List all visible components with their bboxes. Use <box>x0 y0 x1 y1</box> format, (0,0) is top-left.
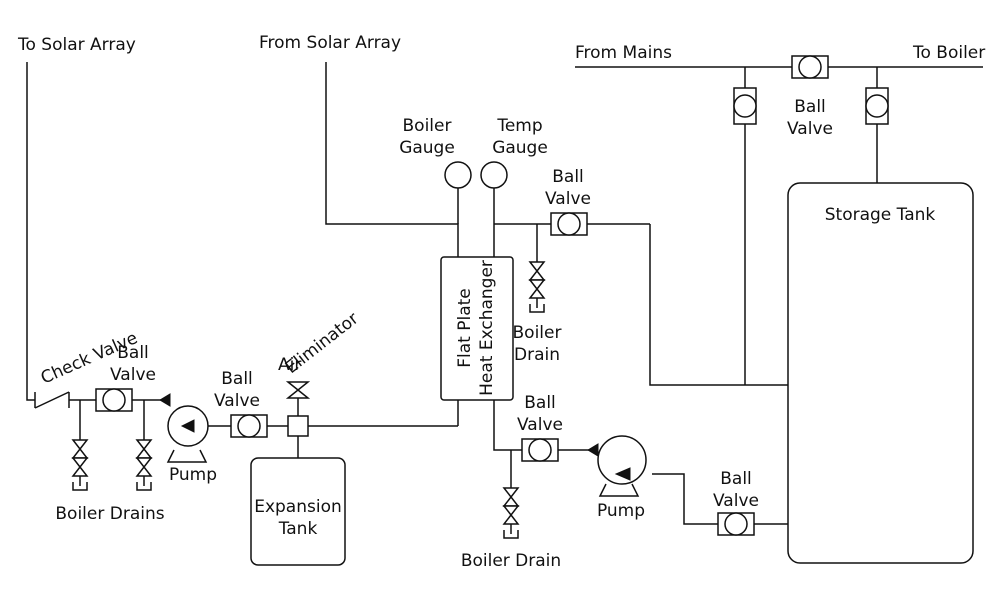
heat-exchanger-label: Heat Exchanger <box>477 260 497 396</box>
ball-valve-left-label-1: Ball <box>117 343 149 363</box>
boiler-drain-hx-bottom <box>503 487 519 539</box>
piping <box>26 62 983 525</box>
ball-valve-storage-bottom <box>717 512 755 536</box>
boiler-gauge-label-2: Gauge <box>399 138 455 158</box>
ball-valve-hx-bottom-label-2: Valve <box>517 415 563 435</box>
boiler-drain-bottom-label: Boiler Drain <box>461 551 561 571</box>
ball-valve-pump-left <box>230 414 268 438</box>
ball-valve-mains-left <box>733 87 757 125</box>
temp-gauge-label-1: Temp <box>496 116 542 136</box>
tank-label: Tank <box>278 519 318 539</box>
ball-valve-hx-top <box>550 212 588 236</box>
boiler-drain-top-label-1: Boiler <box>513 323 562 343</box>
ball-valve-hx-top-label-1: Ball <box>552 167 584 187</box>
boiler-drain-hx-top <box>529 261 545 313</box>
ball-valve-pump-label-1: Ball <box>221 369 253 389</box>
ball-valve-mains-right <box>865 87 889 125</box>
ball-valve-mains-label-2: Valve <box>787 119 833 139</box>
ball-valve-pump-label-2: Valve <box>214 391 260 411</box>
ball-valve-mains <box>791 55 829 79</box>
flat-plate-label: Flat Plate <box>455 288 475 368</box>
from-solar-array-label: From Solar Array <box>259 33 401 53</box>
ball-valve-mains-label-1: Ball <box>794 97 826 117</box>
ball-valve-hx-bottom <box>521 438 559 462</box>
expansion-tank <box>250 457 346 566</box>
pump-left <box>166 405 209 463</box>
boiler-drain-left-2 <box>136 439 152 491</box>
pump-right <box>597 435 647 497</box>
temp-gauge-label-2: Gauge <box>492 138 548 158</box>
ball-valve-left-label-2: Valve <box>110 365 156 385</box>
storage-tank-label: Storage Tank <box>825 205 936 225</box>
to-boiler-label: To Boiler <box>912 43 985 63</box>
eliminator-label: Eliminator <box>282 309 363 378</box>
boiler-drain-top-label-2: Drain <box>514 345 560 365</box>
check-valve <box>34 391 70 409</box>
boiler-drain-left-1 <box>72 439 88 491</box>
expansion-label: Expansion <box>254 497 342 517</box>
heat-exchanger <box>440 256 514 401</box>
ball-valve-left <box>95 388 133 412</box>
ball-valve-hx-top-label-2: Valve <box>545 189 591 209</box>
ball-valve-storage-label-1: Ball <box>720 469 752 489</box>
boiler-drains-label: Boiler Drains <box>55 504 164 524</box>
from-mains-label: From Mains <box>575 43 672 63</box>
temp-gauge <box>480 161 508 189</box>
ball-valve-storage-label-2: Valve <box>713 491 759 511</box>
flow-arrow-right <box>587 443 599 457</box>
air-eliminator <box>285 381 311 437</box>
boiler-gauge-label-1: Boiler <box>403 116 452 136</box>
pump-left-label: Pump <box>169 465 217 485</box>
ball-valve-hx-bottom-label-1: Ball <box>524 393 556 413</box>
pump-right-label: Pump <box>597 501 645 521</box>
air-label: Air <box>278 355 301 375</box>
storage-tank <box>787 182 974 564</box>
boiler-gauge <box>444 161 472 189</box>
to-solar-array-label: To Solar Array <box>17 35 136 55</box>
flow-arrow-left <box>159 393 171 407</box>
